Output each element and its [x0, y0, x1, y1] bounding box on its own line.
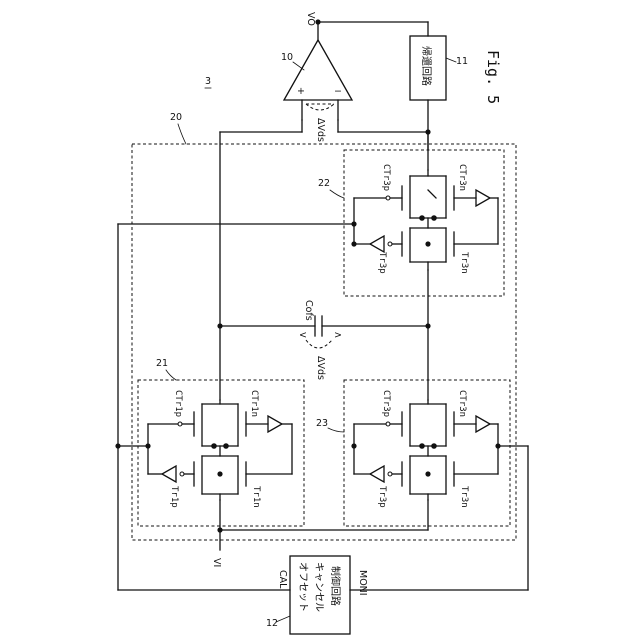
vi-node: VI — [211, 558, 222, 567]
line1-label: オフセット — [297, 562, 309, 612]
ctr3n-label: CTr3n — [457, 164, 467, 191]
moni-label: MONI — [357, 570, 368, 596]
label-label: 帰還回路 — [420, 46, 433, 86]
caption-label: Fig. 5 — [484, 50, 502, 104]
fig-caption: Fig. 5 — [484, 50, 502, 104]
cofs-label: Cofs — [303, 300, 314, 321]
ref-label: 10 — [281, 52, 293, 63]
ctr3p-label: CTr3p — [381, 164, 391, 191]
delta-vds-top: ΔVds — [306, 104, 334, 142]
capacitor-cofs: Cofs — [217, 300, 430, 336]
cal-label: CAL — [277, 570, 288, 589]
vo-label: VO — [305, 12, 316, 26]
ctr3n-label: CTr3n — [457, 390, 467, 417]
tr3n-label: Tr3n — [459, 252, 469, 274]
tr1n-label: Tr1n — [251, 486, 261, 508]
tr3p-label: Tr3p — [377, 252, 387, 274]
delta-vds-mid: < > ΔVds — [299, 330, 342, 380]
ref-label: 11 — [456, 56, 468, 67]
ref-label: 20 — [170, 112, 182, 123]
switch-21: 21 CTr1p CTr1n Tr1p Tr1n — [118, 358, 304, 526]
amplifier-10: + − 10 — [281, 40, 352, 120]
plus-label: + — [297, 86, 305, 97]
tr1p-label: Tr1p — [169, 486, 179, 508]
cal-line — [115, 224, 354, 590]
ref-label: 12 — [266, 618, 278, 629]
ctr3p-label: CTr3p — [381, 390, 391, 417]
ref-label: 22 — [318, 178, 330, 189]
delta-vds-label: ΔVds — [315, 118, 326, 142]
ref-overall-label: 3 — [205, 76, 211, 87]
offset-cancel-controller-12: オフセット キャンセル 制御回路 CAL MONI 12 — [266, 556, 368, 634]
overall-ref: 3 — [205, 76, 211, 88]
tr3n-label: Tr3n — [459, 486, 469, 508]
ref-label: 23 — [316, 418, 328, 429]
minus-label: − — [334, 86, 342, 97]
ref-label: 21 — [156, 358, 168, 369]
switch-22: 22 CTr3p CTr3n T — [318, 150, 504, 296]
svg-text:<: < — [299, 330, 307, 341]
vi-label: VI — [211, 558, 222, 567]
svg-text:>: > — [334, 330, 342, 341]
switch-23: 23 CTr3p CTr3n Tr3p Tr3n — [316, 380, 510, 526]
moni-line — [350, 446, 528, 590]
tr3p-label: Tr3p — [377, 486, 387, 508]
line2-label: キャンセル — [313, 562, 325, 612]
ctr1n-label: CTr1n — [249, 390, 259, 417]
delta-vds-label: ΔVds — [315, 356, 326, 380]
line3-label: 制御回路 — [329, 566, 342, 606]
ctr1p-label: CTr1p — [173, 390, 183, 417]
feedback-circuit-11: 帰還回路 11 — [410, 36, 468, 150]
